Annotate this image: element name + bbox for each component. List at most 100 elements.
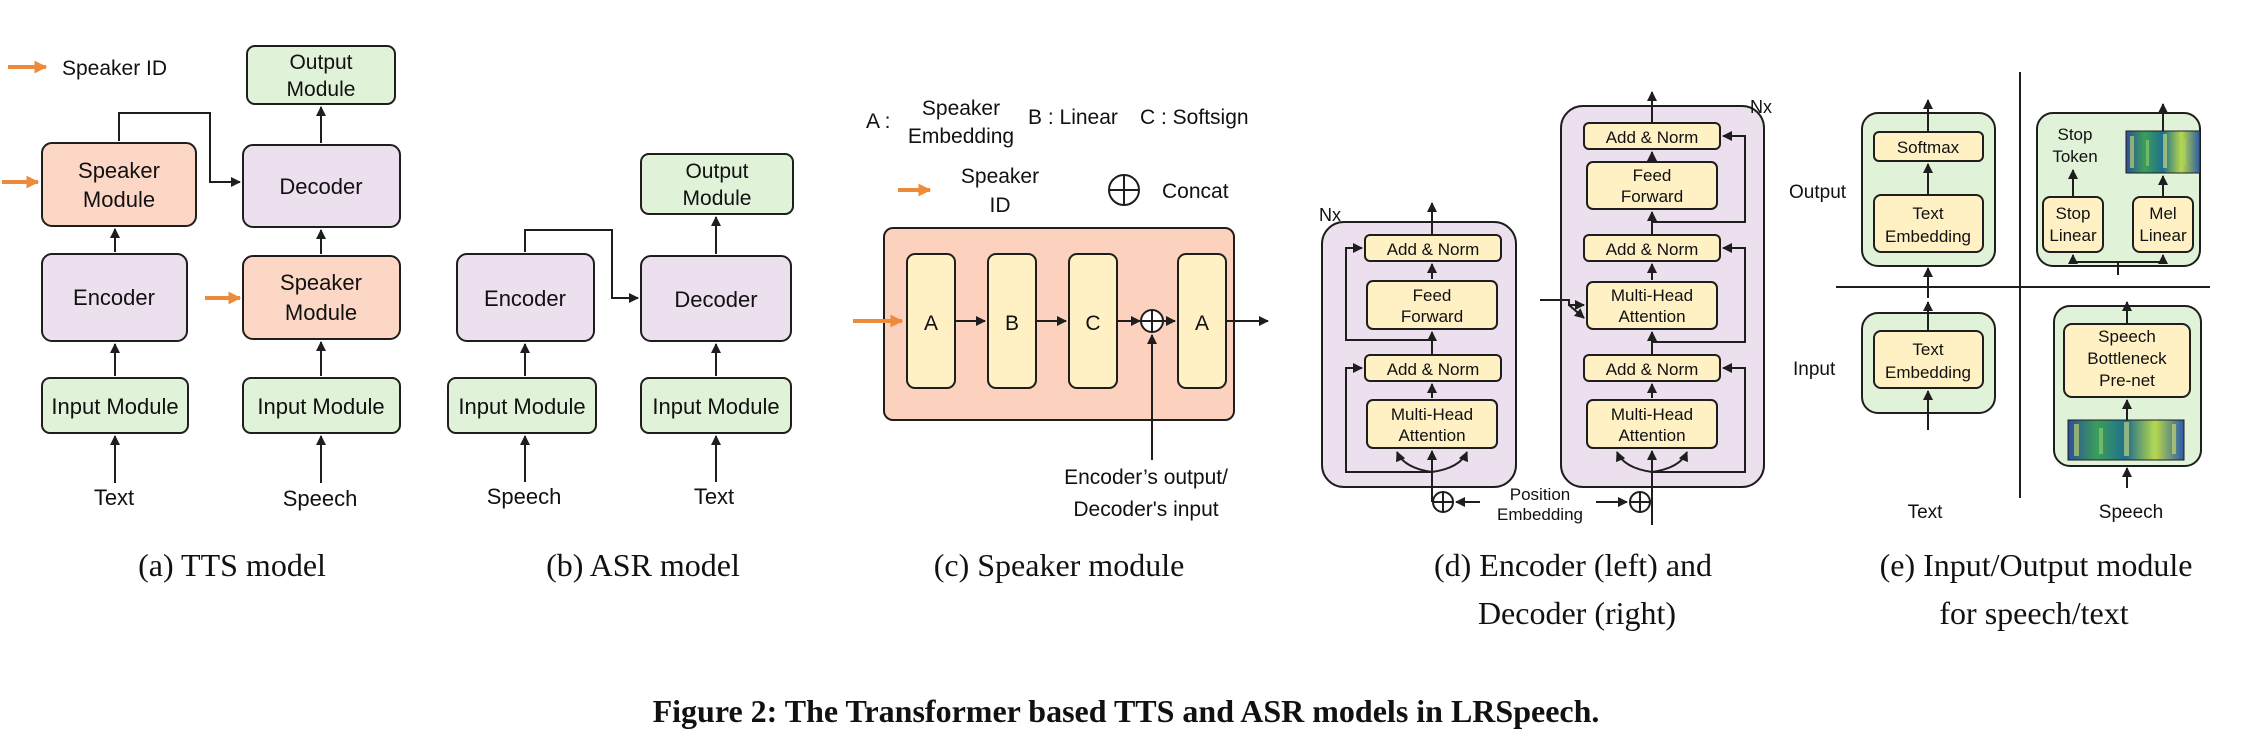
memory-to-cross-attention [1540, 299, 1585, 310]
caption-e-line-1: (e) Input/Output module [1880, 547, 2193, 583]
panel-tts: Speaker ID Output Module Speaker Module … [2, 45, 401, 583]
position-embedding-left-icon [1432, 491, 1454, 513]
caption-c: (c) Speaker module [934, 547, 1185, 583]
dec-self-label-1: Multi-Head [1611, 405, 1693, 424]
enc-ff-label-1: Feed [1413, 286, 1452, 305]
encoder-output-note-2: Decoder's input [1073, 498, 1218, 521]
tts-speaker-right-label-1: Speaker [280, 270, 362, 295]
tts-text-label: Text [94, 485, 134, 510]
tts-input-right-label: Input Module [257, 394, 384, 419]
tts-speaker-to-decoder [118, 112, 241, 187]
mel-linear-label-2: Linear [2139, 226, 2187, 245]
tts-output-label-2: Module [287, 78, 356, 101]
bottleneck-label-1: Speech [2098, 327, 2156, 346]
text-embedding-out-2: Embedding [1885, 227, 1971, 246]
legend-speaker-text-1: Speaker [961, 165, 1039, 188]
asr-input-left-label: Input Module [458, 394, 585, 419]
asr-decoder [640, 255, 792, 342]
tts-speech-label: Speech [283, 486, 358, 511]
dec-self-label-2: Attention [1618, 426, 1685, 445]
dec-attn-k [1616, 451, 1653, 473]
asr-output-label-1: Output [685, 160, 748, 183]
caption-d-line-2: Decoder (right) [1478, 595, 1676, 631]
tts-decoder-label: Decoder [279, 174, 362, 199]
legend-b: B : Linear [1028, 106, 1118, 129]
tts-input-left-label: Input Module [51, 394, 178, 419]
legend-a-text-1: Speaker [922, 97, 1000, 120]
stop-token-label-2: Token [2052, 147, 2097, 166]
dec-self-attention [1586, 399, 1718, 449]
panel-asr: Output Module Encoder Decoder Input Modu… [447, 153, 794, 583]
mel-spectrogram-input-texture [2074, 422, 2176, 456]
memory-to-cross-attention-2 [1568, 304, 1585, 319]
stop-linear-label-2: Linear [2049, 226, 2097, 245]
tts-input-module-text [41, 377, 189, 434]
position-embedding-right-icon [1629, 491, 1651, 513]
text-embedding-in-1: Text [1912, 340, 1943, 359]
tts-speaker-right-label-2: Module [285, 300, 357, 325]
tts-input-module-speech [242, 377, 401, 434]
enc-residual-1 [1345, 363, 1432, 473]
tts-speaker-left-label-2: Module [83, 187, 155, 212]
mel-spectrogram-output-texture [2130, 134, 2186, 168]
panel-speaker-module: A : Speaker Embedding B : Linear C : Sof… [853, 97, 1269, 583]
col-label-speech: Speech [2099, 502, 2163, 523]
caption-b: (b) ASR model [546, 547, 740, 583]
legend-c: C : Softsign [1140, 106, 1249, 129]
row-label-input: Input [1793, 359, 1836, 380]
dec-add-norm-1-label: Add & Norm [1606, 128, 1699, 147]
caption-e-line-2: for speech/text [1939, 595, 2128, 631]
asr-encoder-label: Encoder [484, 286, 566, 311]
position-label-1: Position [1510, 485, 1570, 504]
legend-speaker-text-2: ID [990, 194, 1011, 217]
decoder-nx-label: Nx [1750, 97, 1772, 117]
asr-encoder [456, 253, 595, 342]
block-a-1-label: A [924, 312, 938, 335]
mel-linear-label-1: Mel [2149, 204, 2176, 223]
bottleneck-label-3: Pre-net [2099, 371, 2155, 390]
tts-encoder-label: Encoder [73, 285, 155, 310]
softmax-label: Softmax [1897, 138, 1960, 157]
bottleneck-label-2: Bottleneck [2087, 349, 2167, 368]
speech-out-to-mel [2118, 254, 2168, 264]
asr-input-module-text [640, 377, 792, 434]
enc-add-norm-top-label: Add & Norm [1387, 240, 1480, 259]
legend-a-text-2: Embedding [908, 125, 1014, 148]
dec-residual-1 [1652, 363, 1746, 473]
block-c-label: C [1085, 312, 1100, 335]
tts-decoder [242, 144, 401, 228]
dec-cross-label-2: Attention [1618, 307, 1685, 326]
dec-ff-label-2: Forward [1621, 187, 1683, 206]
caption-a: (a) TTS model [138, 547, 326, 583]
stop-linear-label-1: Stop [2056, 204, 2091, 223]
enc-mha-label-1: Multi-Head [1391, 405, 1473, 424]
dec-cross-attention [1586, 281, 1718, 330]
asr-text-label: Text [694, 484, 734, 509]
legend-concat: Concat [1162, 180, 1229, 203]
dec-add-norm-2-label: Add & Norm [1606, 240, 1699, 259]
stop-token-label-1: Stop [2058, 125, 2093, 144]
tts-speaker-module-right [242, 255, 401, 340]
block-b-label: B [1005, 312, 1019, 335]
asr-output-module [640, 153, 794, 215]
row-label-output: Output [1789, 182, 1847, 203]
tts-output-module [246, 45, 396, 105]
col-label-text: Text [1908, 502, 1944, 523]
asr-output-label-2: Module [683, 187, 752, 210]
asr-input-module-speech [447, 377, 597, 434]
enc-add-norm-bottom-label: Add & Norm [1387, 360, 1480, 379]
asr-speech-label: Speech [487, 484, 562, 509]
tts-speaker-module-left [41, 142, 197, 227]
position-label-2: Embedding [1497, 505, 1583, 524]
enc-multi-head-attention [1366, 399, 1498, 449]
text-embedding-out-1: Text [1912, 204, 1943, 223]
dec-ff-label-1: Feed [1633, 166, 1672, 185]
enc-residual-2 [1345, 243, 1432, 341]
encoder-nx-label: Nx [1319, 205, 1341, 225]
dec-add-norm-3-label: Add & Norm [1606, 360, 1699, 379]
encoder-output-note-1: Encoder’s output/ [1064, 466, 1228, 489]
asr-decoder-label: Decoder [674, 287, 757, 312]
tts-speaker-left-label-1: Speaker [78, 158, 160, 183]
tts-encoder [41, 253, 188, 342]
enc-attn-v [1431, 451, 1468, 473]
